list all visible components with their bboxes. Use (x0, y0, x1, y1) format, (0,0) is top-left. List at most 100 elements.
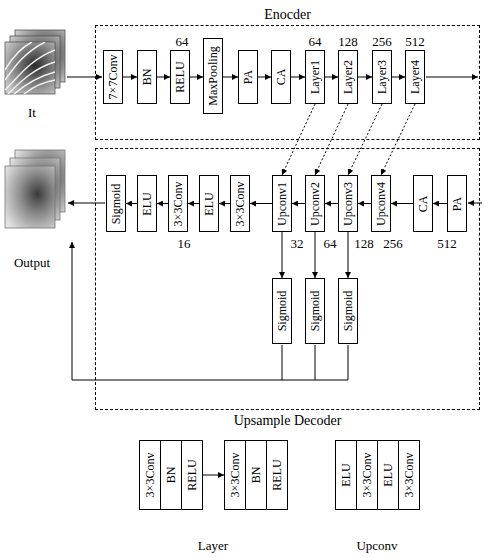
number-label: 512 (405, 35, 425, 48)
layer-box: Sigmoid (106, 175, 126, 232)
box-label: Layer3 (376, 60, 388, 94)
layer-box: Sigmoid (272, 278, 292, 344)
box-label: 3×3Conv (172, 181, 184, 226)
layer-box: RELU (170, 50, 190, 104)
group-heading: Enocder (264, 7, 311, 22)
connector-arrow (282, 232, 283, 278)
box-label: ELU (203, 192, 215, 215)
box-label: 7×7Conv (107, 55, 119, 100)
box-label: CA (275, 69, 287, 86)
layer-box: CA (413, 175, 433, 232)
layer-box: Sigmoid (305, 278, 325, 344)
output-arrow (68, 203, 105, 204)
layer-box: Upconv4 (371, 175, 391, 232)
box-label: Layer4 (409, 60, 421, 94)
box-label: Layer1 (309, 60, 321, 94)
layer-box: ELU (199, 175, 219, 232)
connector-arrow (433, 203, 447, 204)
number-label: 64 (176, 35, 189, 48)
box-label: BN (141, 69, 153, 86)
box-label: Upconv1 (276, 182, 288, 226)
flow-lines (67, 77, 482, 380)
box-label: 3×3Conv (403, 453, 415, 498)
connector-arrow (358, 77, 372, 78)
box-label: PA (242, 70, 254, 84)
merge-line (282, 345, 283, 380)
connector-arrow (291, 77, 305, 78)
layer-box: CA (271, 50, 291, 104)
number-label: 256 (372, 35, 392, 48)
number-label: It (28, 106, 36, 119)
box-label: Layer2 (342, 60, 354, 94)
input-arrow (67, 77, 102, 78)
connector-arrow (157, 77, 170, 78)
box-label: MaxPooling (207, 46, 219, 105)
box-label: Sigmoid (276, 291, 288, 332)
layer-box: MaxPooling (203, 38, 223, 114)
streak (5, 42, 32, 70)
connector-arrow (292, 203, 305, 204)
connector-arrow (123, 77, 137, 78)
box-label: Sigmoid (110, 183, 122, 224)
streak (5, 42, 45, 80)
layer-box: ELU (137, 175, 157, 232)
box-label: PA (451, 196, 463, 210)
streak (14, 72, 55, 94)
layer-box: 3×3Conv (356, 440, 378, 510)
box-label: BN (165, 467, 177, 484)
layer-box: Sigmoid (338, 278, 358, 344)
box-label: 3×3Conv (229, 453, 241, 498)
number-label: 16 (178, 237, 191, 250)
layer-box: BN (245, 440, 267, 510)
connector-arrow (126, 203, 137, 204)
layer-box: ELU (335, 440, 357, 510)
connector-arrow (219, 203, 230, 204)
output-image (5, 150, 65, 228)
box-label: Upconv2 (309, 182, 321, 226)
layer-box: RELU (266, 440, 288, 510)
layer-box: Upconv3 (338, 175, 358, 232)
layer-box: Layer3 (372, 50, 392, 104)
number-label: 128 (354, 237, 374, 250)
box-label: ELU (382, 463, 394, 486)
box-label: ELU (340, 463, 352, 486)
encoder-out-arrow (426, 77, 478, 78)
input-image (5, 30, 65, 94)
number-label: 64 (309, 35, 322, 48)
layer-box: 7×7Conv (103, 50, 123, 104)
box-label: CA (417, 195, 429, 212)
connector-arrow (157, 203, 168, 204)
layer-box: PA (447, 175, 467, 232)
number-label: Layer (198, 539, 228, 552)
connector-arrow (188, 203, 199, 204)
image-frame (5, 166, 55, 228)
merge-line (315, 345, 316, 380)
layer-box: Upconv1 (272, 175, 292, 232)
layer-box: Layer2 (338, 50, 358, 104)
connector-arrow (190, 77, 203, 78)
connector-arrow (325, 77, 338, 78)
layer-box: PA (238, 50, 258, 104)
number-label: 128 (338, 35, 358, 48)
box-label: 3×3Conv (234, 181, 246, 226)
connector-arrow (258, 77, 271, 78)
number-label: 512 (437, 237, 457, 250)
layer-box: Layer1 (305, 50, 325, 104)
box-label: RELU (174, 61, 186, 92)
layer-box: 3×3Conv (224, 440, 246, 510)
merge-line (72, 242, 348, 380)
number-label: Output (14, 256, 50, 269)
image-frame (5, 42, 55, 94)
connector-arrow (391, 203, 413, 204)
layer-box: Layer4 (405, 50, 425, 104)
box-label: ELU (141, 192, 153, 215)
layer-box: Upconv2 (305, 175, 325, 232)
box-label: Upconv3 (342, 182, 354, 226)
connector-arrow (203, 475, 224, 476)
box-label: RELU (271, 459, 283, 490)
connector-arrow (358, 203, 371, 204)
box-label: Sigmoid (342, 291, 354, 332)
layer-box: RELU (181, 440, 203, 510)
box-label: 3×3Conv (361, 453, 373, 498)
